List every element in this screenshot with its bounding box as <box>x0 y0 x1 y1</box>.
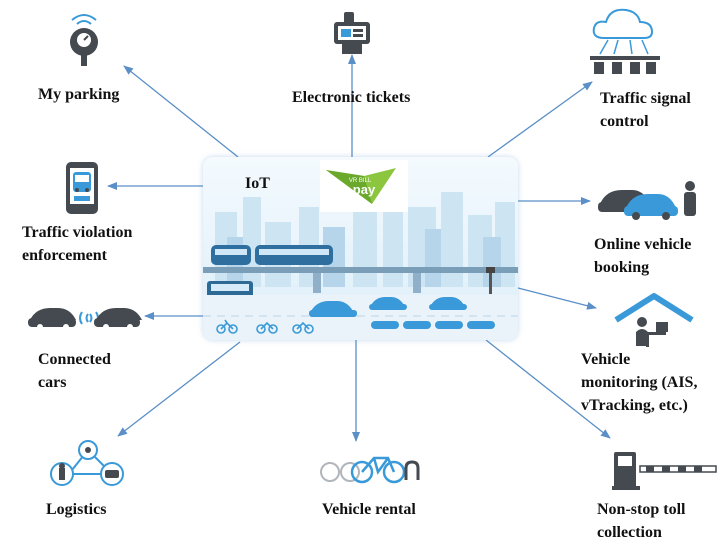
pay-logo-subtext: VR BILL <box>349 178 372 184</box>
cloud-traffic-icon <box>590 8 660 74</box>
arrow-to-toll-collection <box>485 339 611 439</box>
label-traffic-violation: Traffic violation enforcement <box>22 224 133 264</box>
label-logistics: Logistics <box>46 501 107 518</box>
parking-meter-icon <box>70 14 98 66</box>
label-connected-cars: Connected cars <box>38 351 111 391</box>
bicycle-rental-icon <box>320 456 420 484</box>
toll-gate-icon <box>612 452 717 490</box>
car-booking-icon <box>598 181 696 220</box>
arrow-to-traffic-signal <box>487 81 593 158</box>
iot-hub: IoT VR BILL pay <box>203 157 518 340</box>
arrow-to-my-parking <box>123 65 239 158</box>
arrow-to-vehicle-monitoring <box>517 287 597 310</box>
pay-logo-text: pay <box>353 182 376 197</box>
logistics-network-icon <box>50 440 124 486</box>
arrow-to-logistics <box>117 341 241 437</box>
connected-cars-icon <box>28 308 142 330</box>
house-monitoring-icon <box>614 293 694 347</box>
hub-title: IoT <box>245 175 270 192</box>
label-online-booking: Online vehicle booking <box>594 236 692 276</box>
city-skyline <box>203 187 518 340</box>
label-my-parking: My parking <box>38 86 120 103</box>
phone-bus-icon <box>66 162 98 214</box>
label-vehicle-monitoring: Vehicle monitoring (AIS, vTracking, etc.… <box>581 351 698 414</box>
label-vehicle-rental: Vehicle rental <box>322 501 416 518</box>
ticket-hand-icon <box>334 12 370 54</box>
label-toll-collection: Non-stop toll collection <box>597 501 686 541</box>
label-traffic-signal-control: Traffic signal control <box>600 90 691 130</box>
label-electronic-tickets: Electronic tickets <box>292 89 411 106</box>
pay-logo: VR BILL pay <box>320 160 408 212</box>
